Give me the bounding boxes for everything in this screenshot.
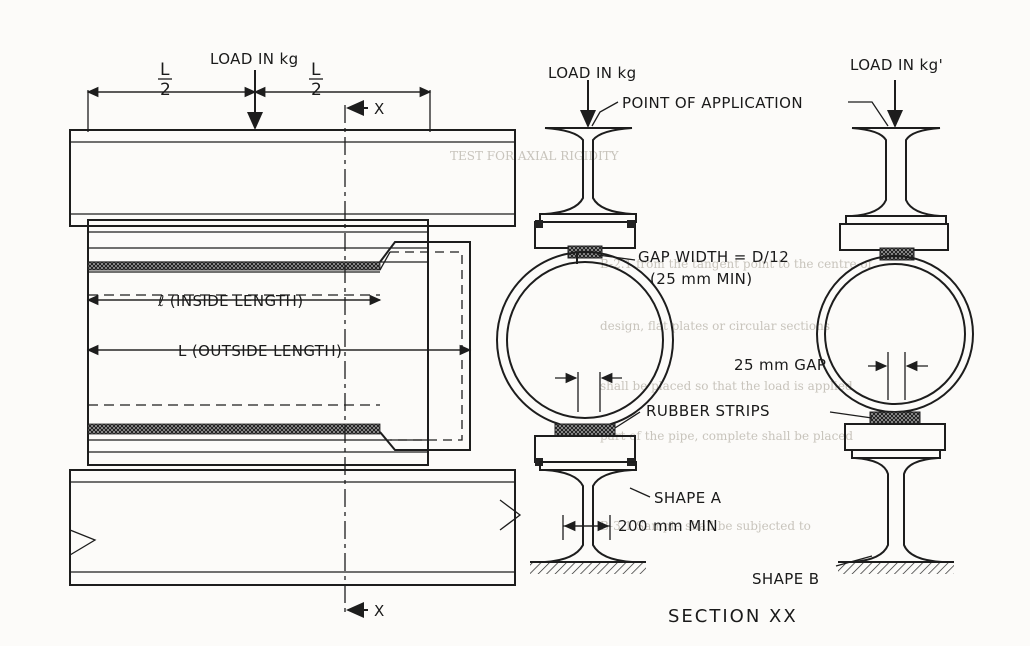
labels: LOAD IN kg L 2 L 2 X X ℓ (INSIDE LENGTH)… <box>157 50 943 627</box>
half-length-left: L <box>160 60 170 80</box>
svg-text:part of the pipe, complete sha: part of the pipe, complete shall be plac… <box>600 429 853 443</box>
shape-b-label: SHAPE B <box>752 570 819 588</box>
section-mark-top: X <box>374 100 385 118</box>
section-title: SECTION XX <box>668 606 798 627</box>
pipe-body <box>87 219 429 466</box>
load-label-left: LOAD IN kg <box>210 50 299 68</box>
svg-text:B-3.1 Sample shall be subjecte: B-3.1 Sample shall be subjected to <box>600 519 811 533</box>
load-label-center: LOAD IN kg <box>548 64 637 82</box>
load-label-right: LOAD IN kg' <box>850 56 943 74</box>
longitudinal-view <box>69 70 522 618</box>
gap-25-label: 25 mm GAP <box>734 356 826 374</box>
bottom-beam <box>69 469 516 586</box>
svg-text:B-2.1 from the tangent point t: B-2.1 from the tangent point to the cent… <box>600 257 874 271</box>
min-200-label: 200 mm MIN <box>618 517 718 535</box>
half-denominator-left: 2 <box>160 80 171 100</box>
background-ghost-text: TEST FOR AXIAL RIGIDITY B-2.1 from the t… <box>450 149 874 533</box>
point-of-application-label: POINT OF APPLICATION <box>622 94 803 112</box>
shape-b-section <box>816 80 974 574</box>
shape-a-label: SHAPE A <box>654 489 722 507</box>
half-length-right: L <box>311 60 321 80</box>
rubber-strips-label: RUBBER STRIPS <box>646 402 770 420</box>
top-beam <box>69 129 516 227</box>
inside-length-label: ℓ (INSIDE LENGTH) <box>157 292 303 310</box>
half-denominator-right: 2 <box>311 80 322 100</box>
svg-text:TEST FOR AXIAL RIGIDITY: TEST FOR AXIAL RIGIDITY <box>450 149 620 163</box>
outside-length-label: L (OUTSIDE LENGTH) <box>178 342 342 360</box>
section-mark-bottom: X <box>374 602 385 620</box>
shape-a-section <box>496 80 674 574</box>
gap-min-label: (25 mm MIN) <box>650 270 753 288</box>
gap-width-label: GAP WIDTH = D/12 <box>638 248 789 266</box>
svg-text:shall be placed so that the lo: shall be placed so that the load is appl… <box>600 379 853 393</box>
svg-text:design, flat plates or circula: design, flat plates or circular sections <box>600 319 830 333</box>
